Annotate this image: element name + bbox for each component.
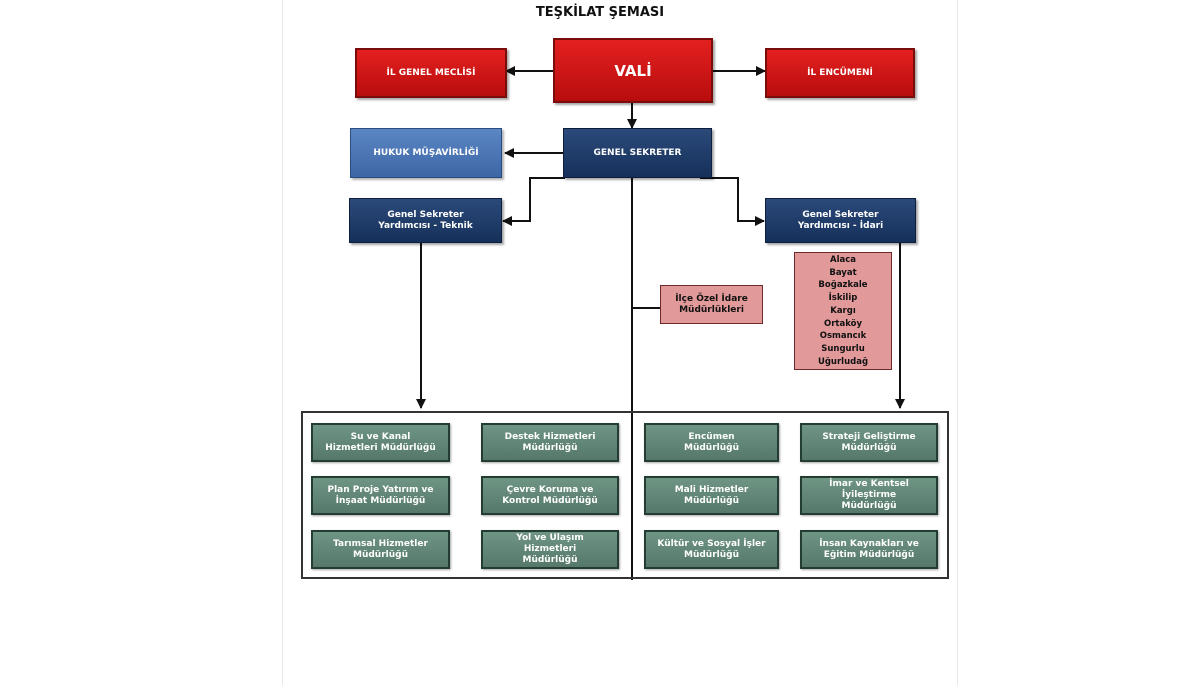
dept-box: Kültür ve Sosyal İşler Müdürlüğü (644, 530, 779, 569)
arrow-gs-idari (700, 177, 765, 226)
district-item: Kargı (830, 305, 856, 316)
district-list: Alaca Bayat Boğazkale İskilip Kargı Orta… (794, 252, 892, 370)
district-item: Uğurludağ (817, 356, 869, 367)
deputy-idari-label: Genel Sekreter Yardımcısı - İdari (797, 209, 884, 231)
dept-label: Kültür ve Sosyal İşler Müdürlüğü (657, 538, 766, 560)
dept-box: Strateji Geliştirme Müdürlüğü (800, 423, 938, 462)
dept-label: Strateji Geliştirme Müdürlüğü (822, 431, 916, 453)
dept-box: İmar ve Kentsel İyileştirme Müdürlüğü (800, 476, 938, 515)
genel-sekreter-label: GENEL SEKRETER (593, 147, 682, 158)
genel-sekreter-box: GENEL SEKRETER (563, 128, 712, 178)
dept-box: Destek Hizmetleri Müdürlüğü (481, 423, 619, 462)
deputy-teknik-label: Genel Sekreter Yardımcısı - Teknik (378, 209, 473, 231)
dept-label: Destek Hizmetleri Müdürlüğü (504, 431, 596, 453)
dept-box: Çevre Koruma ve Kontrol Müdürlüğü (481, 476, 619, 515)
district-item: Bayat (829, 267, 857, 278)
district-item: Ortaköy (823, 318, 863, 329)
arrow-gs-teknik (502, 177, 565, 226)
chart-title: TEŞKİLAT ŞEMASI (535, 5, 665, 20)
dept-label: Yol ve Ulaşım Hizmetleri Müdürlüğü (516, 533, 584, 565)
dept-box: Yol ve Ulaşım Hizmetleri Müdürlüğü (481, 530, 619, 569)
dept-label: İnsan Kaynakları ve Eğitim Müdürlüğü (819, 538, 919, 560)
dept-label: Çevre Koruma ve Kontrol Müdürlüğü (502, 484, 598, 506)
deputy-idari-box: Genel Sekreter Yardımcısı - İdari (765, 198, 916, 243)
encumen-label: İL ENCÜMENİ (807, 67, 873, 78)
district-item: Osmancık (819, 331, 867, 342)
dept-label: Plan Proje Yatırım ve İnşaat Müdürlüğü (327, 484, 434, 506)
meclis-label: İL GENEL MECLİSİ (386, 67, 476, 78)
dept-label: Su ve Kanal Hizmetleri Müdürlüğü (325, 431, 436, 453)
dept-box: Su ve Kanal Hizmetleri Müdürlüğü (311, 423, 450, 462)
dept-label: Tarımsal Hizmetler Müdürlüğü (333, 538, 428, 560)
dept-box: Plan Proje Yatırım ve İnşaat Müdürlüğü (311, 476, 450, 515)
district-item: Alaca (829, 255, 856, 265)
dept-box: İnsan Kaynakları ve Eğitim Müdürlüğü (800, 530, 938, 569)
ilce-box: İlçe Özel İdare Müdürlükleri (660, 285, 763, 324)
dept-box: Encümen Müdürlüğü (644, 423, 779, 462)
vali-box: VALİ (553, 38, 713, 103)
dept-box: Tarımsal Hizmetler Müdürlüğü (311, 530, 450, 569)
encumen-box: İL ENCÜMENİ (765, 48, 915, 98)
dept-label: Encümen Müdürlüğü (684, 431, 739, 453)
district-item: İskilip (828, 293, 858, 304)
district-item: Sungurlu (821, 343, 865, 354)
vali-label: VALİ (614, 61, 652, 80)
meclis-box: İL GENEL MECLİSİ (355, 48, 507, 98)
dept-label: Mali Hizmetler Müdürlüğü (674, 484, 749, 506)
deputy-teknik-box: Genel Sekreter Yardımcısı - Teknik (349, 198, 502, 243)
dept-label: İmar ve Kentsel İyileştirme Müdürlüğü (829, 479, 909, 511)
hukuk-box: HUKUK MÜŞAVİRLİĞİ (350, 128, 502, 178)
dept-box: Mali Hizmetler Müdürlüğü (644, 476, 779, 515)
ilce-label: İlçe Özel İdare Müdürlükleri (675, 293, 748, 315)
departments-frame (301, 411, 949, 579)
hukuk-label: HUKUK MÜŞAVİRLİĞİ (373, 147, 479, 158)
district-item: Boğazkale (818, 280, 868, 291)
